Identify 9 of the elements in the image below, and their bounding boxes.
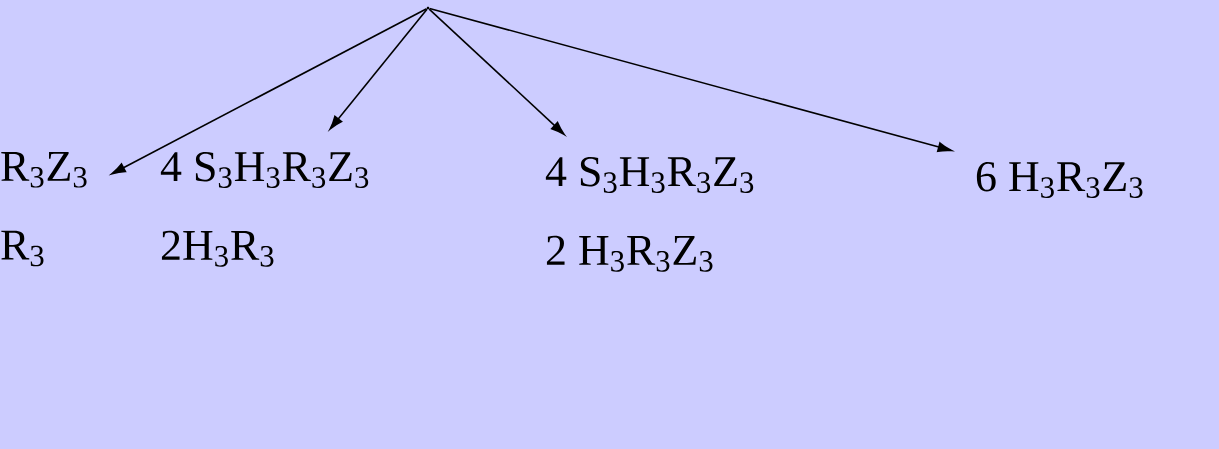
- genotype-label: 4 S$_{3}$H$_{3}$R$_{3}$Z$_{3}$ 2H$_{3}$R$_{3}$: [160, 152, 369, 267]
- junction-point: [426, 6, 430, 10]
- arrow: [111, 7, 428, 175]
- genotype-label: 4 S$_{3}$H$_{3}$R$_{3}$Z$_{3}$ 2 H$_{3}$R$_{3}$Z$_{3}$: [545, 157, 754, 272]
- genotype-label: R$_{3}$Z$_{3}$ R$_{3}$: [1, 152, 87, 267]
- arrow: [428, 8, 565, 136]
- arrow: [428, 7, 953, 152]
- genotype-label: 6 H$_{3}$R$_{3}$Z$_{3}$: [976, 162, 1143, 198]
- arrow: [329, 8, 428, 130]
